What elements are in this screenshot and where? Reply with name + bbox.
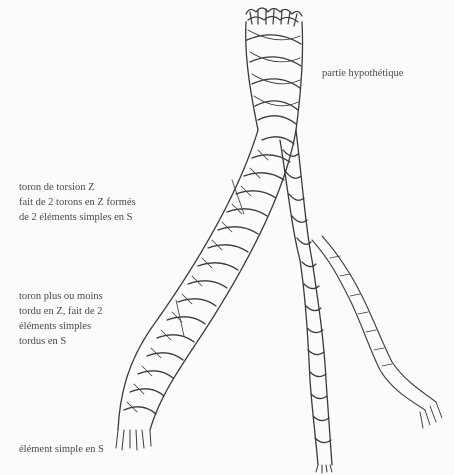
left-plied-strand	[118, 130, 296, 430]
label-loose-z-strand: toron plus ou moins tordu en Z, fait de …	[19, 289, 103, 349]
rope-top-frayed-end	[246, 8, 302, 26]
label-hypothetical-part: partie hypothétique	[322, 66, 403, 81]
label-z-twist-strand: toron de torsion Z fait de 2 torons en Z…	[19, 180, 136, 225]
label-simple-element: élément simple en S	[19, 442, 104, 457]
right-strand-frayed-end	[316, 465, 332, 473]
rope-upper-section	[246, 22, 303, 130]
right-loose-element	[312, 236, 442, 428]
left-strand-frayed-end	[116, 430, 151, 450]
right-strand	[280, 130, 332, 465]
